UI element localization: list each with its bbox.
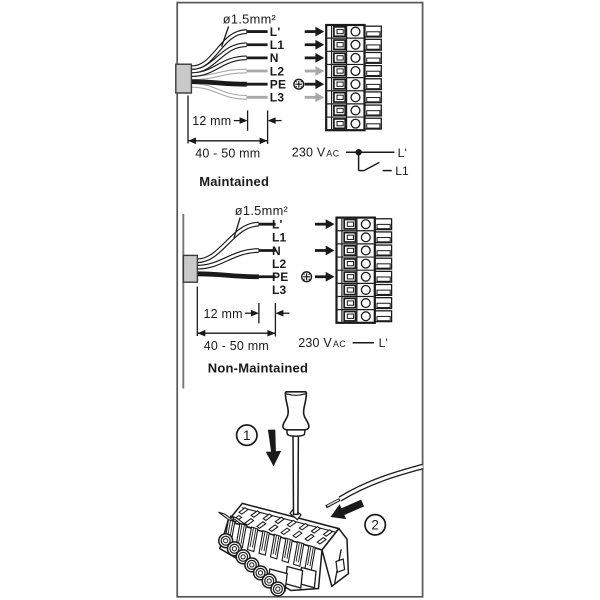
wire-label: L3	[272, 283, 287, 297]
wire-label: L'	[272, 217, 283, 231]
wire-label: PE	[270, 77, 286, 91]
mains-wire	[325, 463, 424, 509]
section-title: Non-Maintained	[208, 361, 308, 376]
section-title: Maintained	[199, 174, 269, 189]
wire-label: L2	[270, 64, 285, 78]
wire-gauge-label: ø1.5mm²	[235, 203, 289, 218]
step-number: 2	[371, 518, 379, 533]
page-border	[176, 1, 424, 598]
wire-label: PE	[272, 270, 288, 284]
step-2: 2	[330, 499, 387, 536]
strip-dimension: 12 mm	[192, 114, 231, 128]
wire-label: L3	[270, 91, 285, 105]
supply-line-label: L1	[395, 164, 409, 178]
length-dimension: 40 - 50 mm	[204, 339, 269, 353]
supply-line-label: L'	[379, 336, 388, 350]
length-dimension: 40 - 50 mm	[195, 147, 260, 161]
wire-label: N	[270, 51, 279, 65]
screwdriver	[282, 391, 310, 521]
wire-label: L1	[272, 231, 287, 245]
connector	[218, 502, 350, 597]
strip-dimension: 12 mm	[203, 307, 242, 321]
wire-gauge-label: ø1.5mm²	[223, 11, 277, 26]
wire-label: L1	[270, 38, 285, 52]
step-number: 1	[243, 428, 251, 443]
wire-label: L'	[270, 25, 281, 39]
supply-ac: AC	[326, 149, 339, 159]
step-1: 1	[235, 424, 282, 467]
installation-illustration: 12	[218, 391, 424, 597]
supply-voltage: 230 V	[292, 146, 326, 160]
supply-ac: AC	[333, 339, 346, 349]
wire-label: N	[272, 244, 281, 258]
wire-label: L2	[272, 257, 287, 271]
supply-voltage: 230 V	[298, 336, 332, 350]
supply-line-label: L'	[398, 146, 407, 160]
